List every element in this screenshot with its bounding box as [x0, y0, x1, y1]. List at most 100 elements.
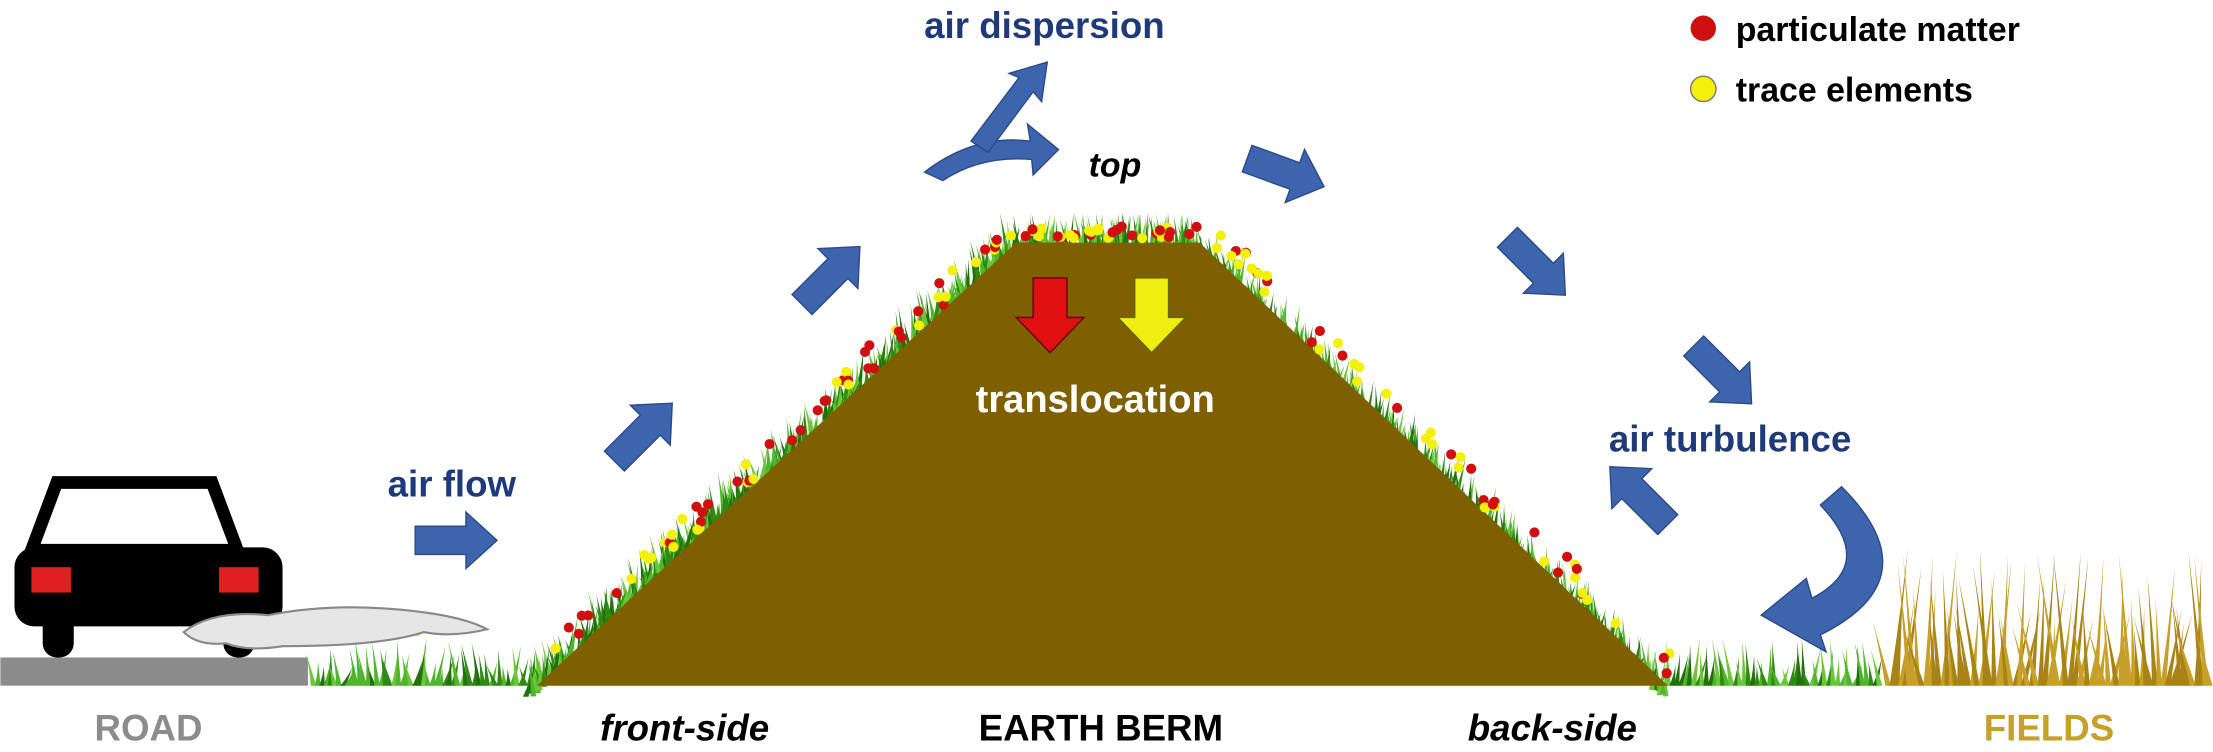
particle-dot: [1126, 230, 1138, 241]
particle-dot: [938, 299, 949, 310]
air-dispersion-label: air dispersion: [924, 5, 1164, 46]
legend-yellow-dot: [1689, 75, 1717, 103]
particle-dot: [940, 291, 951, 302]
particle-dot: [868, 363, 879, 374]
particle-dot: [787, 435, 798, 446]
particle-dot: [1479, 502, 1490, 513]
particle-dot: [913, 306, 924, 317]
particle-dot: [1658, 652, 1669, 663]
particle-dot: [1005, 230, 1017, 241]
particle-dot: [1154, 225, 1166, 236]
particle-dot: [1332, 338, 1344, 349]
particle-dot: [1083, 225, 1095, 236]
particle-dot: [1446, 449, 1457, 460]
fields-label: FIELDS: [1984, 708, 2114, 749]
particle-dot: [991, 234, 1002, 245]
particle-dot: [934, 278, 945, 289]
particle-dot: [1233, 259, 1244, 270]
particle-dot: [677, 513, 688, 525]
front-side-label: front-side: [600, 708, 769, 749]
field-grass: [1872, 546, 2213, 686]
particle-dot: [1466, 463, 1477, 474]
particle-dot: [1137, 233, 1148, 244]
particle-dot: [1552, 567, 1564, 578]
yellow-down-arrow-icon: [1116, 277, 1188, 354]
particle-dot: [1261, 270, 1272, 281]
particle-dot: [1240, 248, 1251, 259]
particle-dot: [1259, 286, 1270, 298]
particle-dot: [1392, 402, 1403, 413]
exhaust-cloud: [182, 606, 491, 650]
earth-berm-label: EARTH BERM: [979, 708, 1223, 749]
particle-dot: [1184, 228, 1195, 240]
particle-dot: [1381, 388, 1392, 399]
particle-dot: [1562, 551, 1573, 562]
arrow-icon: [414, 511, 498, 570]
particle-dot: [583, 610, 594, 621]
particle-dot: [1112, 224, 1123, 235]
particle-dot: [1165, 226, 1176, 238]
particle-dot: [864, 340, 875, 351]
particle-dot: [692, 524, 703, 535]
particle-dot: [1571, 563, 1582, 574]
arrow-icon: [1589, 446, 1689, 546]
particle-dot: [1052, 231, 1063, 242]
particle-dot: [1093, 223, 1104, 234]
particle-dot: [764, 438, 775, 450]
particle-dot: [795, 425, 806, 436]
particle-dot: [812, 405, 823, 416]
particle-dot: [1337, 350, 1348, 361]
particle-dot: [893, 326, 904, 337]
dispersion-up-arrow-icon: [970, 61, 1049, 154]
particle-dot: [840, 366, 852, 378]
particle-dot: [666, 529, 677, 540]
particle-dot: [819, 395, 830, 407]
particle-dot: [1487, 499, 1498, 510]
air-flow-arrows: [414, 61, 1884, 654]
arrow-icon: [1486, 216, 1586, 316]
particle-dot: [1420, 433, 1431, 444]
particle-dot: [748, 473, 759, 485]
particle-dot: [1538, 556, 1550, 567]
turbulence-curved-arrow-icon: [1759, 485, 1884, 654]
particle-dot: [1352, 376, 1363, 387]
particle-dot: [947, 265, 958, 276]
particle-dot: [703, 499, 714, 510]
dispersion-curved-arrow-icon: [923, 122, 1060, 182]
particle-dot: [1610, 618, 1621, 629]
particle-dot: [611, 587, 622, 599]
particle-dot: [1033, 231, 1045, 242]
particle-dot: [970, 257, 981, 268]
translocation-label: translocation: [976, 379, 1215, 421]
air-flow-label: air flow: [388, 464, 517, 505]
road-label: ROAD: [95, 708, 203, 749]
particle-dot: [1661, 668, 1672, 679]
particle-dots: [255, 221, 1675, 679]
particle-dot: [1306, 337, 1317, 348]
particle-dot: [980, 244, 991, 255]
arrow-icon: [593, 382, 693, 482]
earth-berm: [536, 242, 1669, 686]
particle-dot: [1354, 362, 1365, 373]
particle-dot: [1314, 344, 1325, 355]
particle-dot: [1215, 230, 1226, 241]
arrow-icon: [781, 225, 881, 326]
legend-particulate-matter: particulate matter: [1736, 11, 2020, 49]
particle-dot: [1582, 594, 1593, 606]
particle-dot: [626, 573, 637, 585]
particle-dot: [1529, 527, 1540, 538]
particle-dot: [1455, 451, 1466, 463]
particle-dot: [843, 379, 854, 390]
particle-dot: [732, 476, 743, 487]
particle-dot: [913, 320, 925, 331]
particle-dot: [1020, 231, 1031, 242]
road-surface: [0, 657, 308, 686]
particle-dot: [1246, 263, 1257, 274]
red-down-arrow-icon: [1014, 277, 1086, 354]
air-turbulence-label: air turbulence: [1609, 418, 1852, 459]
particle-dot: [1569, 572, 1581, 583]
legend-red-dot: [1690, 15, 1717, 41]
top-label: top: [1089, 146, 1142, 184]
particle-dot: [1211, 242, 1222, 254]
